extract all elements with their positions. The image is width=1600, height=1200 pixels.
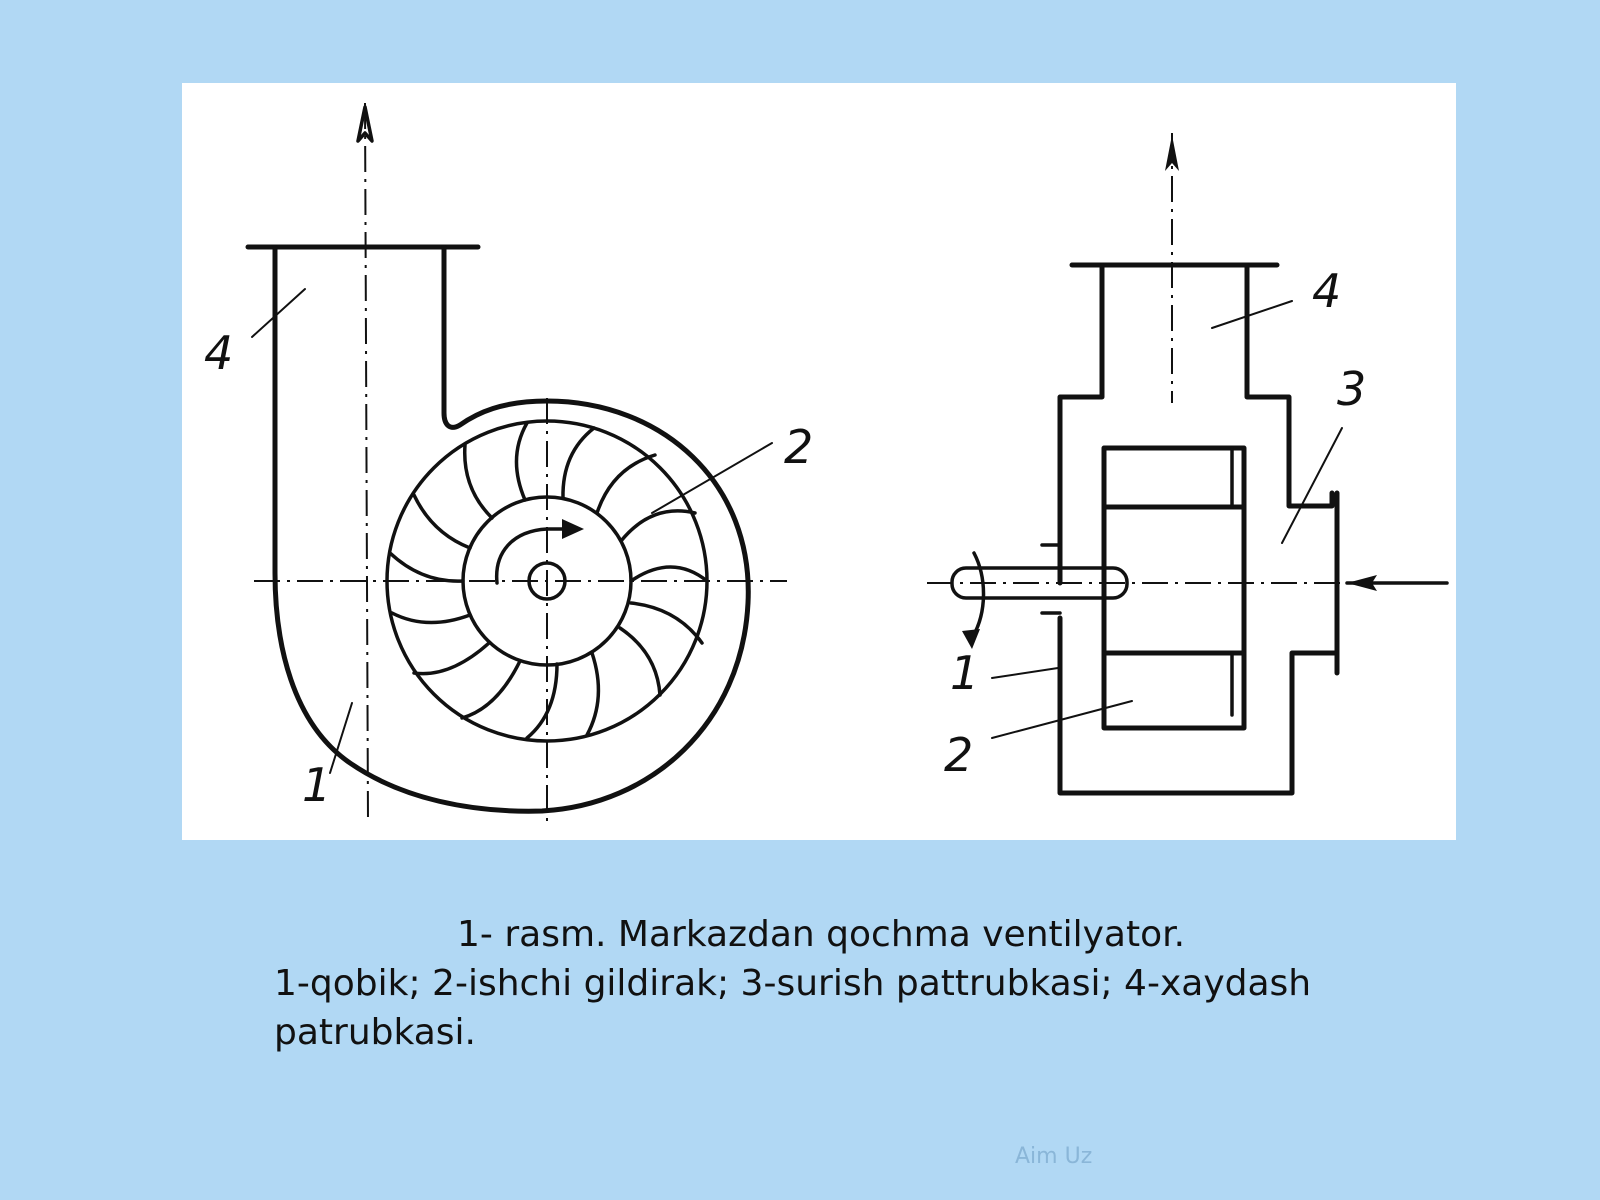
rotation-arrow-icon — [562, 519, 584, 539]
blade — [462, 443, 494, 520]
leader-line-2 — [991, 700, 1133, 739]
watermark: Aim Uz — [1015, 1144, 1093, 1169]
front-view: 4 2 1 — [204, 102, 813, 828]
label-1: 1 — [950, 646, 979, 700]
outflow-arrow-icon — [1165, 135, 1179, 171]
leader-line-1 — [329, 702, 353, 774]
outflow-arrow-icon — [356, 105, 374, 143]
leader-line-3 — [1281, 427, 1343, 544]
leader-line-2 — [651, 442, 773, 514]
side-view: 4 3 1 2 — [927, 133, 1449, 796]
blade — [388, 551, 465, 583]
blade — [629, 565, 709, 583]
shaft — [950, 566, 1129, 600]
leader-line-1 — [991, 667, 1059, 679]
blade — [525, 662, 559, 740]
caption-legend: 1-qobik; 2-ishchi gildirak; 3-surish pat… — [274, 963, 1312, 1053]
rotation-arrow-icon — [962, 629, 980, 649]
caption-title: 1- rasm. Markazdan qochma ventilyator. — [457, 914, 1186, 955]
rotation-arc-line — [494, 527, 574, 585]
volute-casing-line — [272, 244, 751, 814]
blade — [585, 651, 601, 737]
blade — [629, 601, 704, 645]
rotation-arc-line — [970, 551, 986, 640]
blade — [595, 453, 657, 515]
vertical-axis-line — [364, 102, 369, 824]
blade — [412, 493, 472, 550]
impeller-section — [1101, 445, 1247, 731]
blade — [412, 641, 491, 676]
diagram-panel: 4 2 1 — [182, 83, 1456, 840]
label-2: 2 — [784, 420, 813, 474]
label-4: 4 — [1312, 264, 1341, 318]
label-3: 3 — [1337, 362, 1366, 416]
inflow-arrow-icon — [1347, 575, 1377, 591]
leader-line-4 — [251, 288, 306, 338]
blade — [618, 626, 662, 697]
centrifugal-fan-diagram: 4 2 1 — [204, 102, 1449, 828]
impeller-hub — [527, 561, 567, 601]
impeller-blades — [388, 421, 709, 740]
label-4: 4 — [204, 326, 233, 380]
blade — [460, 659, 522, 720]
blade — [619, 509, 697, 543]
blade — [561, 426, 596, 500]
label-2: 2 — [944, 728, 973, 782]
casing-outline-line-right — [1244, 262, 1335, 509]
figure-caption: 1- rasm. Markazdan qochma ventilyator. 1… — [274, 910, 1374, 1057]
leader-line-4 — [1211, 300, 1293, 329]
label-1: 1 — [302, 758, 331, 812]
blade — [390, 611, 472, 625]
blade — [514, 421, 529, 502]
